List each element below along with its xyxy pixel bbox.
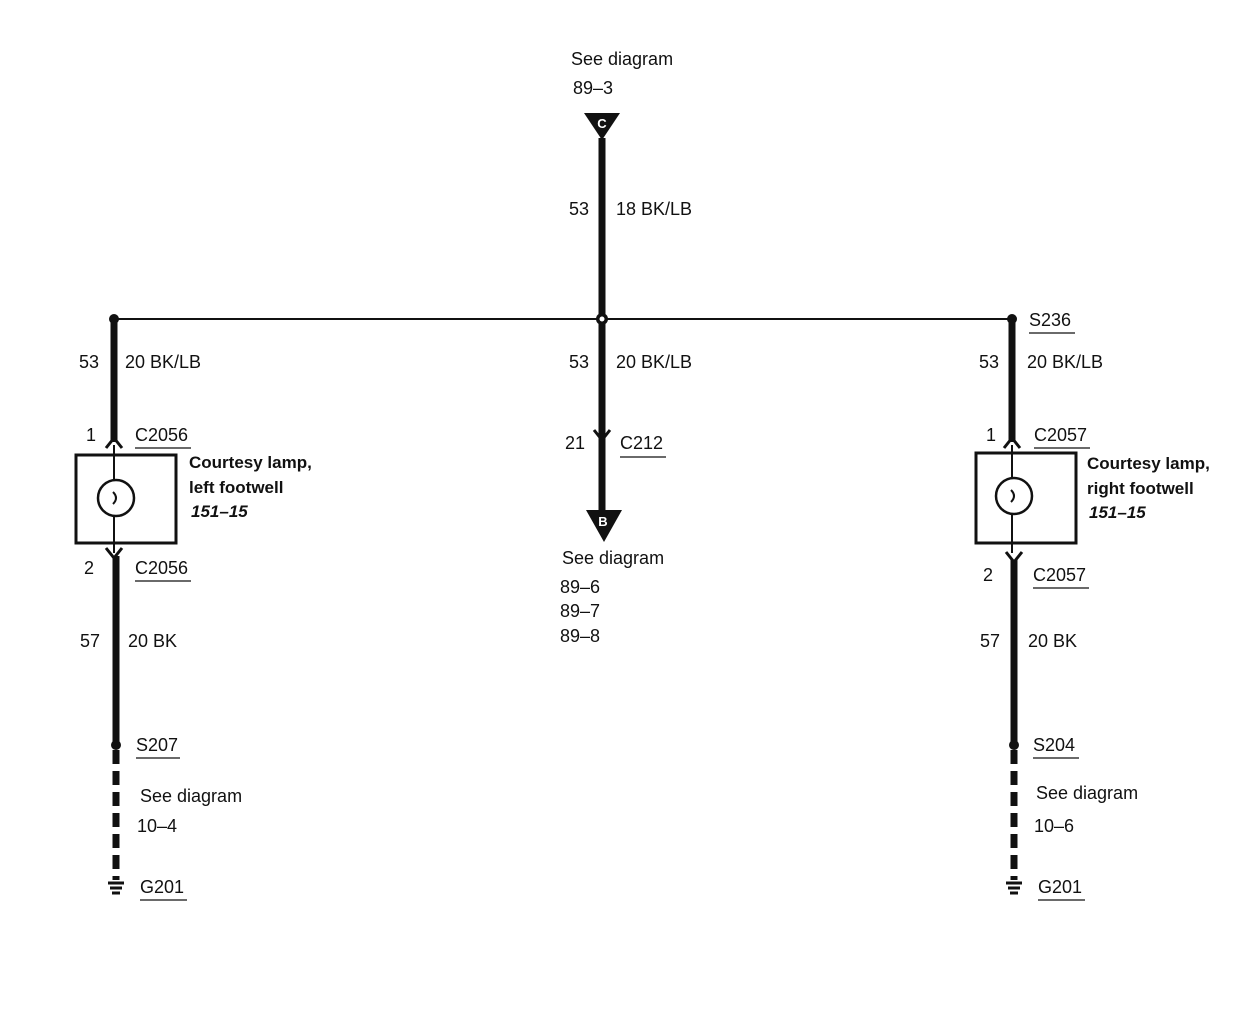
center-branch-gauge: 20 BK/LB [616, 352, 692, 372]
center-see-diagram-label: See diagram [562, 548, 664, 568]
left-pin1-arrow-icon [104, 435, 124, 449]
splice-dot-left [109, 314, 119, 324]
center-diagram-page-3: 89–8 [560, 626, 600, 646]
right-see-diagram-label: See diagram [1036, 783, 1138, 803]
right-lamp-ref: 151–15 [1089, 503, 1146, 522]
right-ground-circuit: 57 [980, 631, 1000, 651]
right-ground-id-label: G201 [1038, 877, 1082, 897]
right-lamp-name-line2: right footwell [1087, 479, 1194, 498]
right-bulb-filament-icon [1010, 489, 1015, 503]
right-pin-out: 2 [983, 565, 993, 585]
right-connector-in: C2057 [1034, 425, 1087, 445]
center-diagram-page-1: 89–6 [560, 577, 600, 597]
right-branch-gauge: 20 BK/LB [1027, 352, 1103, 372]
right-pin-in: 1 [986, 425, 996, 445]
left-lamp-name-line2: left footwell [189, 478, 283, 497]
right-branch-circuit: 53 [979, 352, 999, 372]
connector-b-marker-letter: B [598, 514, 607, 529]
left-pin-out: 2 [84, 558, 94, 578]
left-branch-gauge: 20 BK/LB [125, 352, 201, 372]
connector-c-marker-letter: C [597, 116, 607, 131]
connector-b-marker-icon [586, 510, 622, 542]
top-diagram-page-label: 89–3 [573, 78, 613, 98]
center-branch-circuit: 53 [569, 352, 589, 372]
left-ground-circuit: 57 [80, 631, 100, 651]
right-ground-symbol-icon [1006, 881, 1022, 895]
splice-dot-center-hole [599, 316, 605, 322]
left-bulb-filament-icon [112, 491, 117, 505]
connector-c-marker-icon [584, 113, 620, 140]
splice-dot-right [1007, 314, 1017, 324]
left-ground-id-label: G201 [140, 877, 184, 897]
right-diagram-page-label: 10–6 [1034, 816, 1074, 836]
left-see-diagram-label: See diagram [140, 786, 242, 806]
feed-wire-circuit: 53 [569, 199, 589, 219]
c212-connector-label: C212 [620, 433, 663, 453]
c212-pin-number: 21 [565, 433, 585, 453]
left-ground-splice-label: S207 [136, 735, 178, 755]
right-ground-splice-dot [1009, 740, 1019, 750]
right-pin1-arrow-icon [1002, 435, 1022, 449]
c212-pin-arrow-icon [592, 429, 612, 443]
left-connector-in: C2056 [135, 425, 188, 445]
splice-id-label: S236 [1029, 310, 1071, 330]
left-connector-out: C2056 [135, 558, 188, 578]
right-ground-gauge: 20 BK [1028, 631, 1077, 651]
left-lamp-name-line1: Courtesy lamp, [189, 453, 312, 472]
feed-wire-gauge: 18 BK/LB [616, 199, 692, 219]
top-see-diagram-label: See diagram [571, 49, 673, 69]
left-pin-in: 1 [86, 425, 96, 445]
right-lamp-name-line1: Courtesy lamp, [1087, 454, 1210, 473]
right-ground-splice-label: S204 [1033, 735, 1075, 755]
center-diagram-page-2: 89–7 [560, 601, 600, 621]
right-connector-out: C2057 [1033, 565, 1086, 585]
left-diagram-page-label: 10–4 [137, 816, 177, 836]
left-ground-splice-dot [111, 740, 121, 750]
left-ground-gauge: 20 BK [128, 631, 177, 651]
left-ground-symbol-icon [108, 881, 124, 895]
left-lamp-ref: 151–15 [191, 502, 248, 521]
left-branch-circuit: 53 [79, 352, 99, 372]
